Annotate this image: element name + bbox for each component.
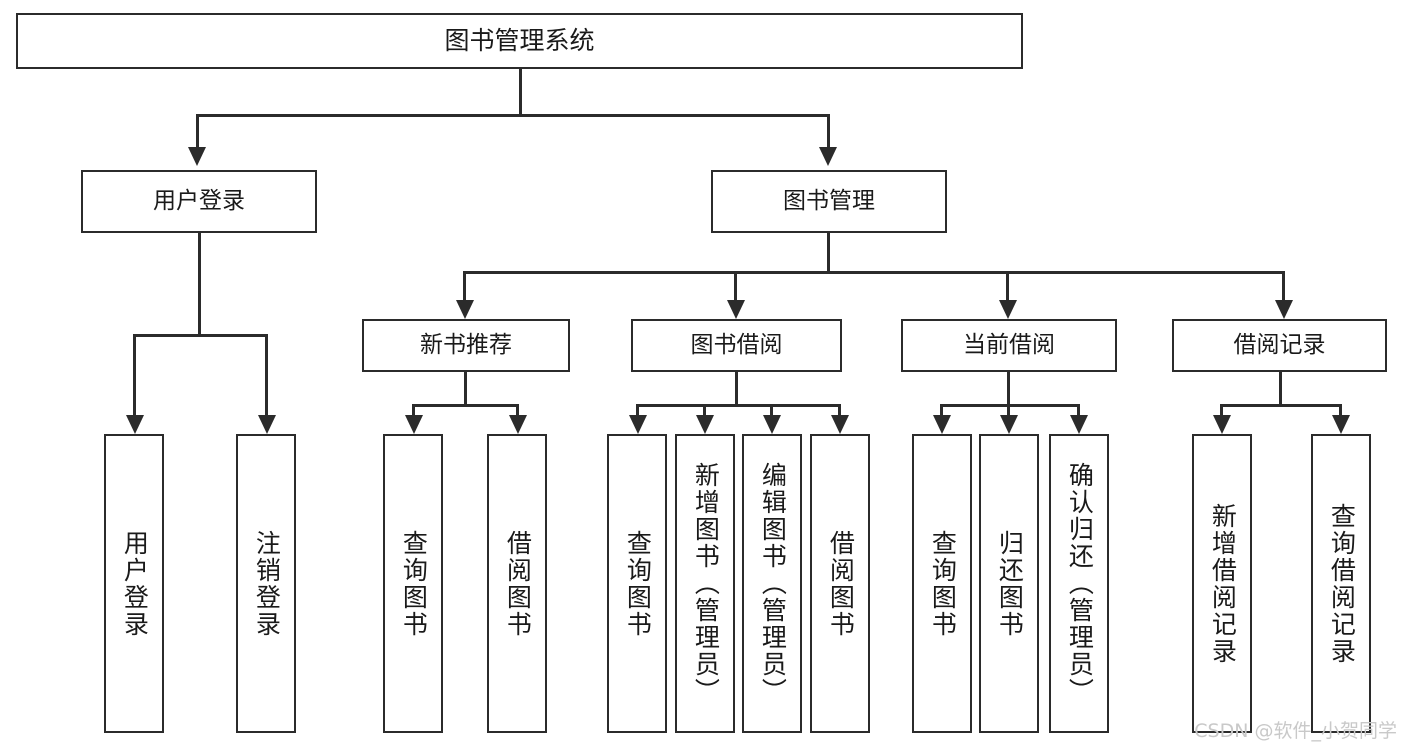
leaf-book-borrow-add-book[interactable]: 新增图书（管理员） (675, 434, 735, 733)
leaf-label: 确认归还（管理员） (1065, 462, 1095, 705)
connector-to-borrow-record (1282, 271, 1285, 301)
arrow-newbook-leaf1 (405, 415, 423, 434)
node-book-borrow[interactable]: 图书借阅 (631, 319, 842, 372)
connector-new-book-stem (464, 372, 467, 406)
node-current-borrow[interactable]: 当前借阅 (901, 319, 1117, 372)
leaf-label: 查询借阅记录 (1327, 502, 1357, 665)
connector-user-login-bus (133, 334, 267, 337)
arrow-to-book-manage (819, 147, 837, 166)
arrow-bookborrow-leaf4 (831, 415, 849, 434)
leaf-label: 查询图书 (928, 529, 958, 638)
leaf-book-borrow-borrow-book[interactable]: 借阅图书 (810, 434, 870, 733)
arrow-borrowrecord-leaf2 (1332, 415, 1350, 434)
arrow-bookborrow-leaf2 (696, 415, 714, 434)
connector-currentborrow-leaf3 (1077, 404, 1080, 416)
leaf-new-book-query-book[interactable]: 查询图书 (383, 434, 443, 733)
watermark-text: CSDN @软件_小贺同学 (1194, 720, 1397, 742)
leaf-book-borrow-query-book[interactable]: 查询图书 (607, 434, 667, 733)
arrow-currentborrow-leaf1 (933, 415, 951, 434)
connector-to-book-borrow (734, 271, 737, 301)
connector-to-current-borrow (1006, 271, 1009, 301)
leaf-current-borrow-confirm-return[interactable]: 确认归还（管理员） (1049, 434, 1109, 733)
leaf-user-login-logout[interactable]: 注销登录 (236, 434, 296, 733)
connector-to-book-manage (827, 114, 830, 148)
arrow-currentborrow-leaf3 (1070, 415, 1088, 434)
leaf-label: 编辑图书（管理员） (758, 462, 788, 705)
connector-bookborrow-leaf3 (770, 404, 773, 416)
arrow-bookborrow-leaf3 (763, 415, 781, 434)
connector-current-borrow-stem (1007, 372, 1010, 406)
connector-level2-bus (196, 114, 830, 117)
arrow-to-current-borrow (999, 300, 1017, 319)
connector-user-login-stem (198, 233, 201, 336)
connector-newbook-leaf1 (412, 404, 415, 416)
connector-to-user-login (196, 114, 199, 148)
arrow-to-new-book (456, 300, 474, 319)
leaf-book-borrow-edit-book[interactable]: 编辑图书（管理员） (742, 434, 802, 733)
arrow-userlogin-leaf1 (126, 415, 144, 434)
connector-level3-bus (463, 271, 1285, 274)
connector-borrow-record-stem (1279, 372, 1282, 406)
leaf-label: 查询图书 (623, 529, 653, 638)
connector-book-borrow-stem (735, 372, 738, 406)
connector-userlogin-leaf2 (265, 334, 268, 416)
leaf-label: 归还图书 (995, 529, 1025, 638)
connector-newbook-leaf2 (516, 404, 519, 416)
connector-borrowrecord-leaf1 (1220, 404, 1223, 416)
connector-userlogin-leaf1 (133, 334, 136, 416)
connector-borrow-record-bus (1220, 404, 1342, 407)
leaf-borrow-record-add-record[interactable]: 新增借阅记录 (1192, 434, 1252, 733)
leaf-label: 新增借阅记录 (1208, 502, 1238, 665)
arrow-userlogin-leaf2 (258, 415, 276, 434)
arrow-bookborrow-leaf1 (629, 415, 647, 434)
arrow-to-user-login (188, 147, 206, 166)
connector-book-borrow-bus (636, 404, 841, 407)
connector-bookborrow-leaf2 (703, 404, 706, 416)
leaf-label: 用户登录 (120, 529, 150, 638)
connector-currentborrow-leaf2 (1007, 404, 1010, 416)
connector-current-borrow-bus (940, 404, 1080, 407)
connector-to-new-book (463, 271, 466, 301)
leaf-current-borrow-query-book[interactable]: 查询图书 (912, 434, 972, 733)
connector-new-book-bus (412, 404, 518, 407)
connector-book-manage-stem (827, 233, 830, 273)
node-book-manage[interactable]: 图书管理 (711, 170, 947, 233)
leaf-current-borrow-return-book[interactable]: 归还图书 (979, 434, 1039, 733)
leaf-user-login-login[interactable]: 用户登录 (104, 434, 164, 733)
node-new-book-recommend[interactable]: 新书推荐 (362, 319, 570, 372)
connector-root-stem (519, 69, 522, 115)
leaf-label: 新增图书（管理员） (691, 462, 721, 705)
connector-bookborrow-leaf1 (636, 404, 639, 416)
arrow-to-book-borrow (727, 300, 745, 319)
arrow-currentborrow-leaf2 (1000, 415, 1018, 434)
node-user-login[interactable]: 用户登录 (81, 170, 317, 233)
leaf-borrow-record-query-record[interactable]: 查询借阅记录 (1311, 434, 1371, 733)
arrow-newbook-leaf2 (509, 415, 527, 434)
leaf-label: 注销登录 (252, 529, 282, 638)
leaf-label: 借阅图书 (826, 529, 856, 638)
leaf-label: 查询图书 (399, 529, 429, 638)
connector-borrowrecord-leaf2 (1339, 404, 1342, 416)
connector-bookborrow-leaf4 (838, 404, 841, 416)
node-root-system[interactable]: 图书管理系统 (16, 13, 1023, 69)
connector-currentborrow-leaf1 (940, 404, 943, 416)
leaf-new-book-borrow-book[interactable]: 借阅图书 (487, 434, 547, 733)
arrow-to-borrow-record (1275, 300, 1293, 319)
arrow-borrowrecord-leaf1 (1213, 415, 1231, 434)
node-borrow-record[interactable]: 借阅记录 (1172, 319, 1387, 372)
leaf-label: 借阅图书 (503, 529, 533, 638)
